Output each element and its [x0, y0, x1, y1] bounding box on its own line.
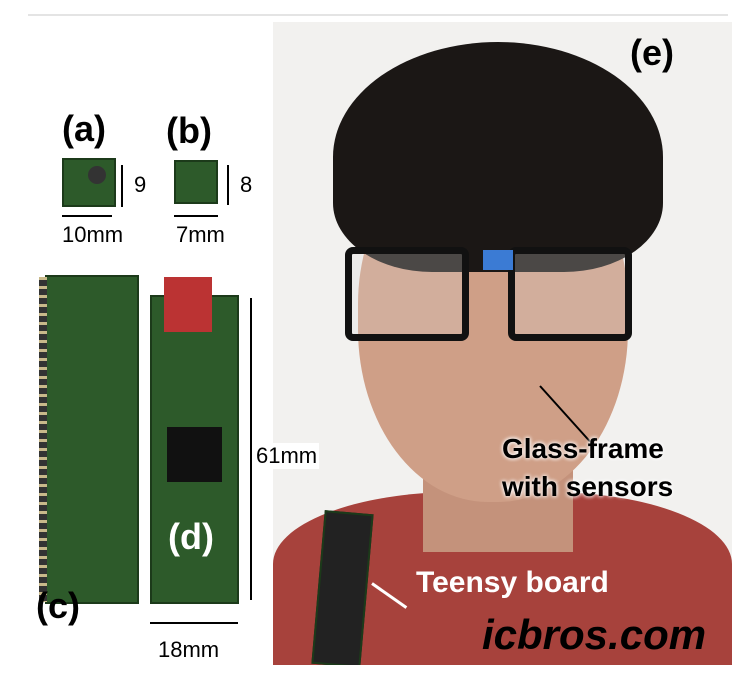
dim-b-height: 8: [240, 172, 253, 197]
dim-b-width: 7mm: [176, 222, 225, 247]
sensor-board-a: [62, 158, 116, 207]
adapter-board-c: [39, 275, 139, 604]
dim-arrow-a-height: [121, 165, 123, 207]
dim-arrow-b-height: [227, 165, 229, 205]
person-photo: [273, 22, 732, 665]
watermark: icbros.com: [482, 611, 707, 658]
glass-frame-line2: with sensors: [502, 471, 674, 502]
top-divider: [28, 14, 728, 16]
sensor-board-b: [174, 160, 218, 204]
teensy-board-d: [150, 277, 239, 604]
glass-frame-line1: Glass-frame: [502, 433, 664, 464]
blue-tape: [483, 250, 513, 270]
teensy-caption: Teensy board: [416, 566, 609, 599]
label-a: (a): [62, 108, 106, 149]
glasses-right-lens: [508, 247, 632, 341]
label-d: (d): [168, 516, 214, 557]
dim-arrow-d-width: [150, 622, 238, 624]
dim-d-height: 61mm: [256, 443, 320, 469]
label-c: (c): [36, 585, 80, 626]
dim-a-width: 10mm: [62, 222, 124, 247]
dim-arrow-b-width: [174, 215, 218, 217]
glasses-left-lens: [345, 247, 469, 341]
dim-a-height: 9: [134, 172, 147, 197]
glass-frame-caption: Glass-frame with sensors: [502, 430, 673, 506]
label-b: (b): [166, 110, 212, 151]
label-e: (e): [630, 32, 674, 73]
dim-arrow-d-height: [250, 298, 252, 600]
dim-d-width: 18mm: [158, 637, 220, 662]
dim-arrow-a-width: [62, 215, 112, 217]
